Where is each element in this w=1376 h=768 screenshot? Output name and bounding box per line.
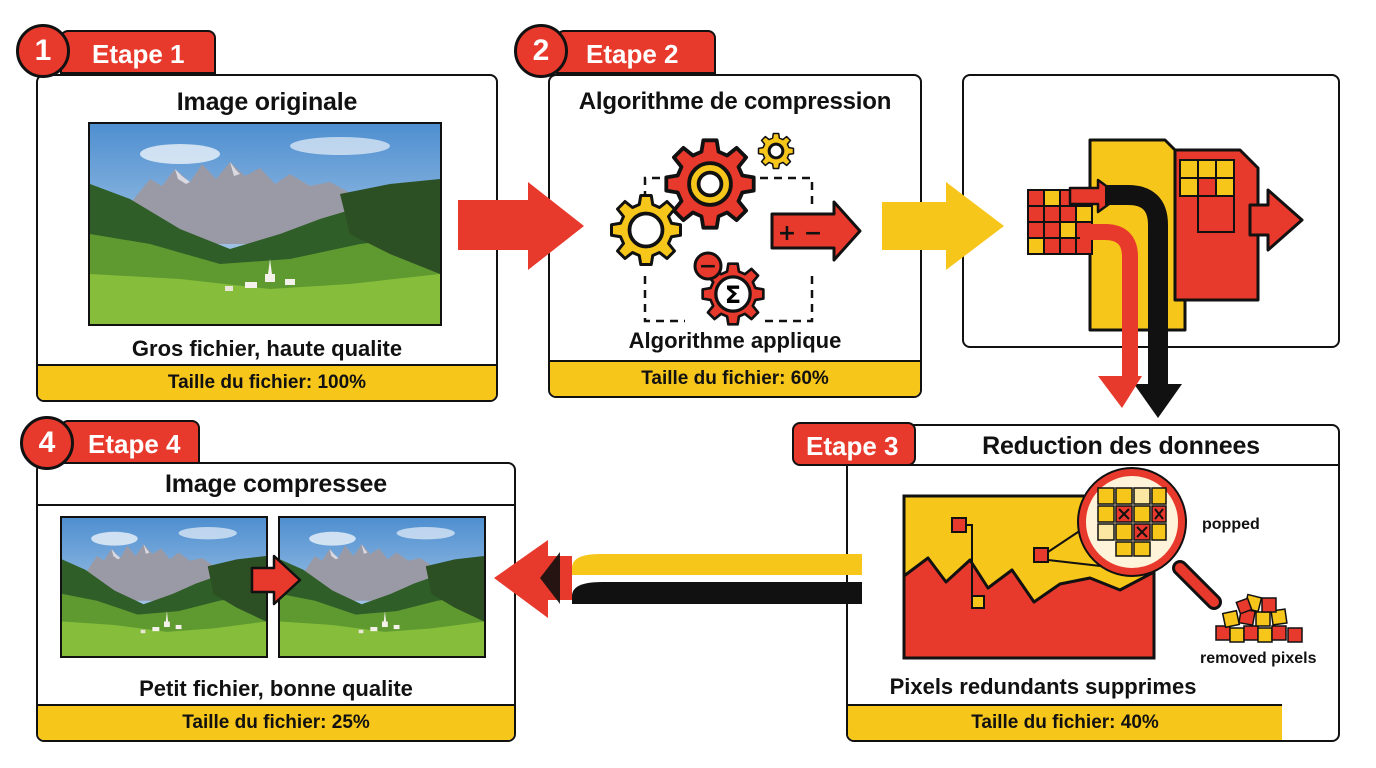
step3-tab-label: Etape 3 (806, 431, 899, 461)
step1-caption: Gros fichier, haute qualite (131, 336, 403, 361)
step3-size-bar: Taille du fichier: 40% (848, 704, 1282, 740)
minus-symbol: − (699, 254, 717, 279)
step1-title: Image originale (176, 88, 358, 116)
step2-tab: Etape 2 (556, 30, 716, 74)
landscape-photo (62, 518, 266, 656)
step4-size-bar: Taille du fichier: 25% (38, 704, 514, 740)
step3-panel: Reduction des donnees Pixels redundants … (846, 424, 1340, 742)
popped-label: popped (1202, 516, 1260, 533)
step4-number: 4 (38, 426, 56, 459)
step1-tab-label: Etape 1 (92, 39, 185, 69)
compressed-image-after (278, 516, 486, 658)
step4-panel: Image compressee Petit fichier, bonne qu… (36, 462, 516, 742)
minus-icon (693, 251, 723, 281)
step4-number-badge: 4 (20, 416, 74, 470)
arrow-right-icon (770, 200, 862, 262)
step1-number: 1 (34, 34, 52, 67)
step1-size-bar: Taille du fichier: 100% (38, 364, 496, 400)
step2-number-badge: 2 (514, 24, 568, 78)
compressed-image-before (60, 516, 268, 658)
gear-icon (610, 194, 682, 266)
original-image (88, 122, 442, 326)
removed-pixels-label: removed pixels (1200, 650, 1317, 667)
step3-size: Taille du fichier: 40% (971, 712, 1159, 733)
step1-tab: Etape 1 (60, 30, 216, 74)
step2-tab-label: Etape 2 (586, 39, 679, 69)
step2-size-bar: Taille du fichier: 60% (550, 360, 920, 396)
step3-tab: Etape 3 (792, 422, 916, 466)
transform-panel (962, 74, 1340, 348)
step3-caption: Pixels redundants supprimes (889, 674, 1197, 699)
step2-caption: Algorithme applique (628, 328, 842, 353)
step4-tab-label: Etape 4 (88, 429, 181, 459)
landscape-photo (90, 124, 440, 324)
step4-title: Image compressee (165, 470, 387, 498)
arrow-left-icon (494, 540, 862, 618)
gear-icon (757, 132, 795, 170)
plus-minus-symbol: + − (778, 221, 823, 246)
step4-size: Taille du fichier: 25% (182, 712, 370, 733)
step2-title: Algorithme de compression (578, 88, 892, 115)
step1-size: Taille du fichier: 100% (167, 372, 367, 393)
step4-tab: Etape 4 (60, 420, 200, 464)
step3-title: Reduction des donnees (982, 432, 1260, 460)
step1-panel: Image originale Gros fichier, haute qual… (36, 74, 498, 402)
step2-number: 2 (532, 34, 550, 67)
step2-size: Taille du fichier: 60% (641, 368, 829, 389)
sigma-symbol: Σ (725, 281, 741, 309)
step4-caption: Petit fichier, bonne qualite (139, 676, 413, 701)
step2-panel: Algorithme de compression Σ (548, 74, 922, 398)
step1-number-badge: 1 (16, 24, 70, 78)
gear-icon (664, 138, 756, 230)
gear-icon (701, 262, 765, 326)
compression-gears: Σ − + − (610, 132, 862, 326)
landscape-photo (280, 518, 484, 656)
